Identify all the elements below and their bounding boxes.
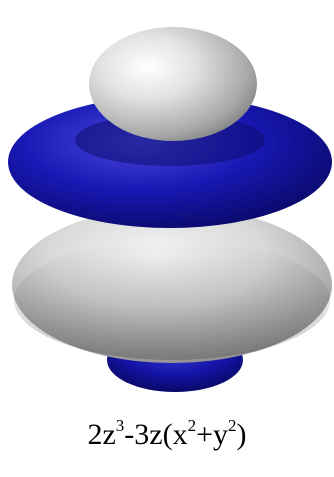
caption-part-3: +y: [196, 418, 229, 451]
caption-exponent-2: 2: [187, 416, 197, 435]
caption-part-2: -3z(x: [124, 418, 188, 451]
caption-part-1: 2z: [87, 418, 116, 451]
orbital-formula-caption: 2z3-3z(x2+y2): [0, 417, 334, 451]
top-grey-lobe: [89, 27, 257, 141]
caption-exponent-1: 3: [115, 416, 125, 435]
lower-grey-torus-shade: [14, 240, 330, 360]
caption-exponent-3: 2: [228, 416, 237, 435]
caption-part-4: ): [236, 418, 247, 451]
